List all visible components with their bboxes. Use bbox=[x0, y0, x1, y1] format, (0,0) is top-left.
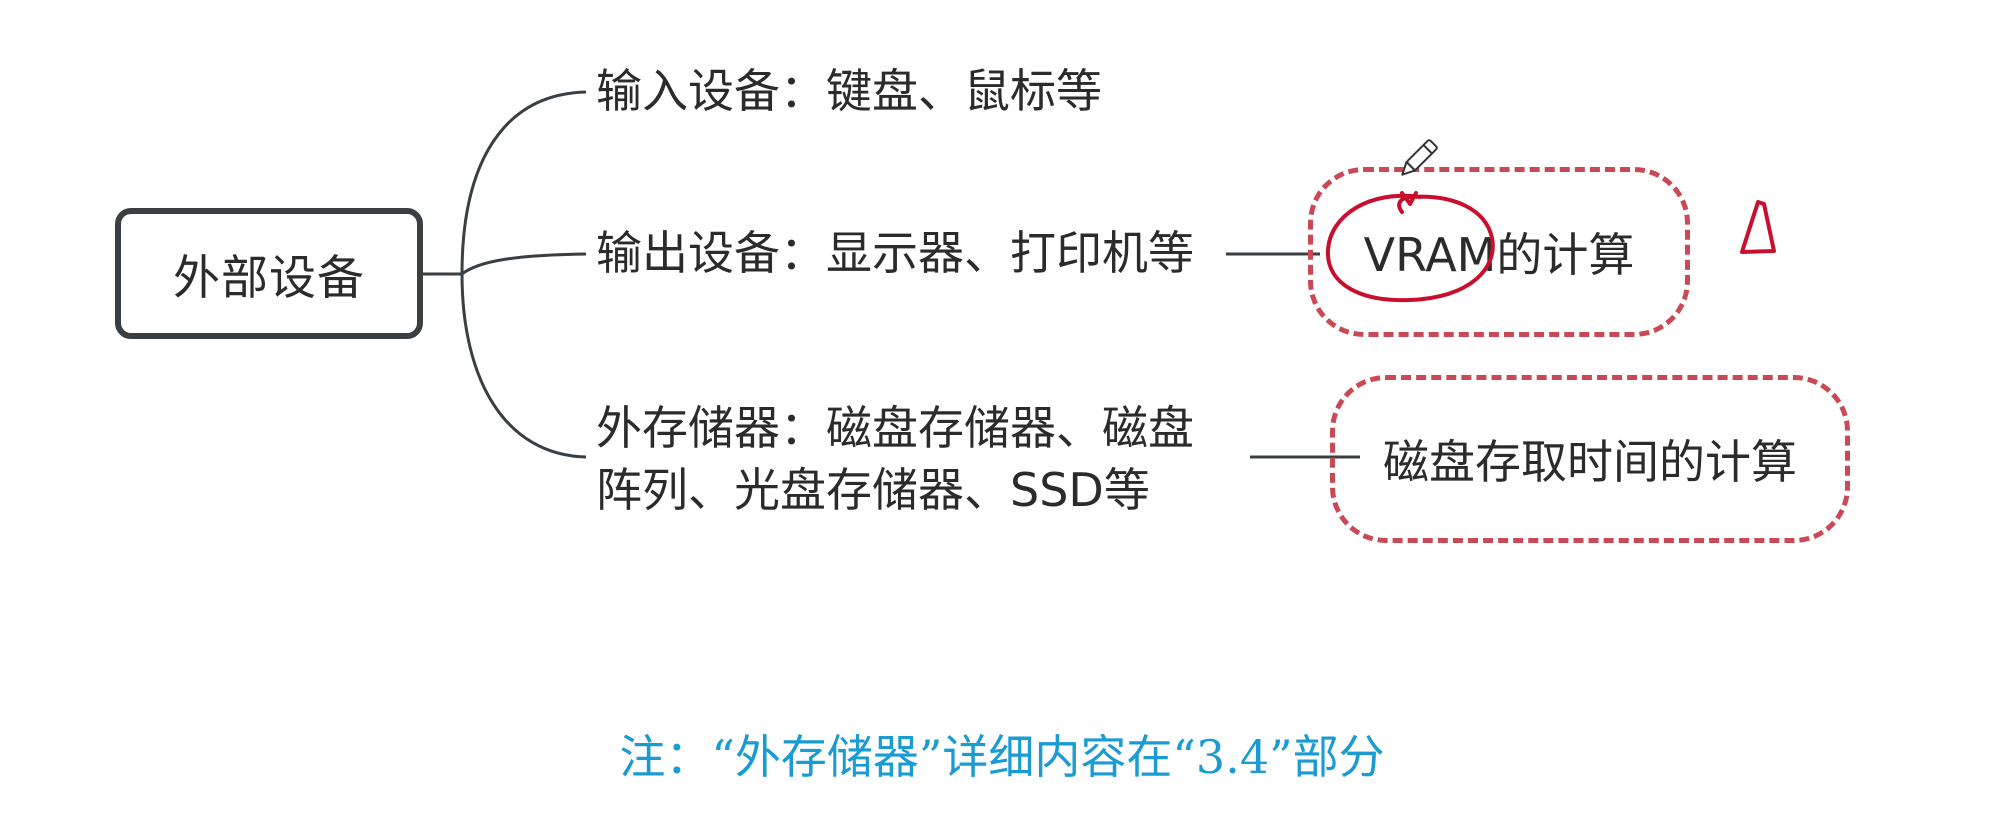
root-node-label: 外部设备 bbox=[173, 251, 365, 306]
branch-output-label: 输出设备：显示器、打印机等 bbox=[596, 226, 1194, 280]
branch-external-storage: 外存储器：磁盘存储器、磁盘 阵列、光盘存储器、SSD等 bbox=[596, 397, 1194, 521]
note-disk-label: 磁盘存取时间的计算 bbox=[1383, 435, 1797, 489]
branch-storage-line-1: 外存储器：磁盘存储器、磁盘 bbox=[596, 401, 1194, 455]
connector-storage bbox=[460, 273, 587, 459]
note-disk-access-time: 磁盘存取时间的计算 bbox=[1330, 375, 1850, 543]
branch-storage-line-2: 阵列、光盘存储器、SSD等 bbox=[596, 463, 1150, 517]
footnote: 注：“外存储器”详细内容在“3.4”部分 bbox=[0, 721, 2004, 787]
connector-output bbox=[461, 252, 587, 276]
branch-input-devices: 输入设备：键盘、鼠标等 bbox=[596, 60, 1102, 122]
root-node-external-devices: 外部设备 bbox=[115, 208, 423, 339]
connector-input bbox=[460, 90, 587, 275]
note-vram-calculation: VRAM的计算 bbox=[1308, 167, 1690, 337]
footnote-text: 注：“外存储器”详细内容在“3.4”部分 bbox=[619, 730, 1385, 784]
branch-input-label: 输入设备：键盘、鼠标等 bbox=[596, 64, 1102, 118]
note-vram-label: VRAM的计算 bbox=[1363, 228, 1635, 282]
branch-output-devices: 输出设备：显示器、打印机等 bbox=[596, 222, 1194, 284]
